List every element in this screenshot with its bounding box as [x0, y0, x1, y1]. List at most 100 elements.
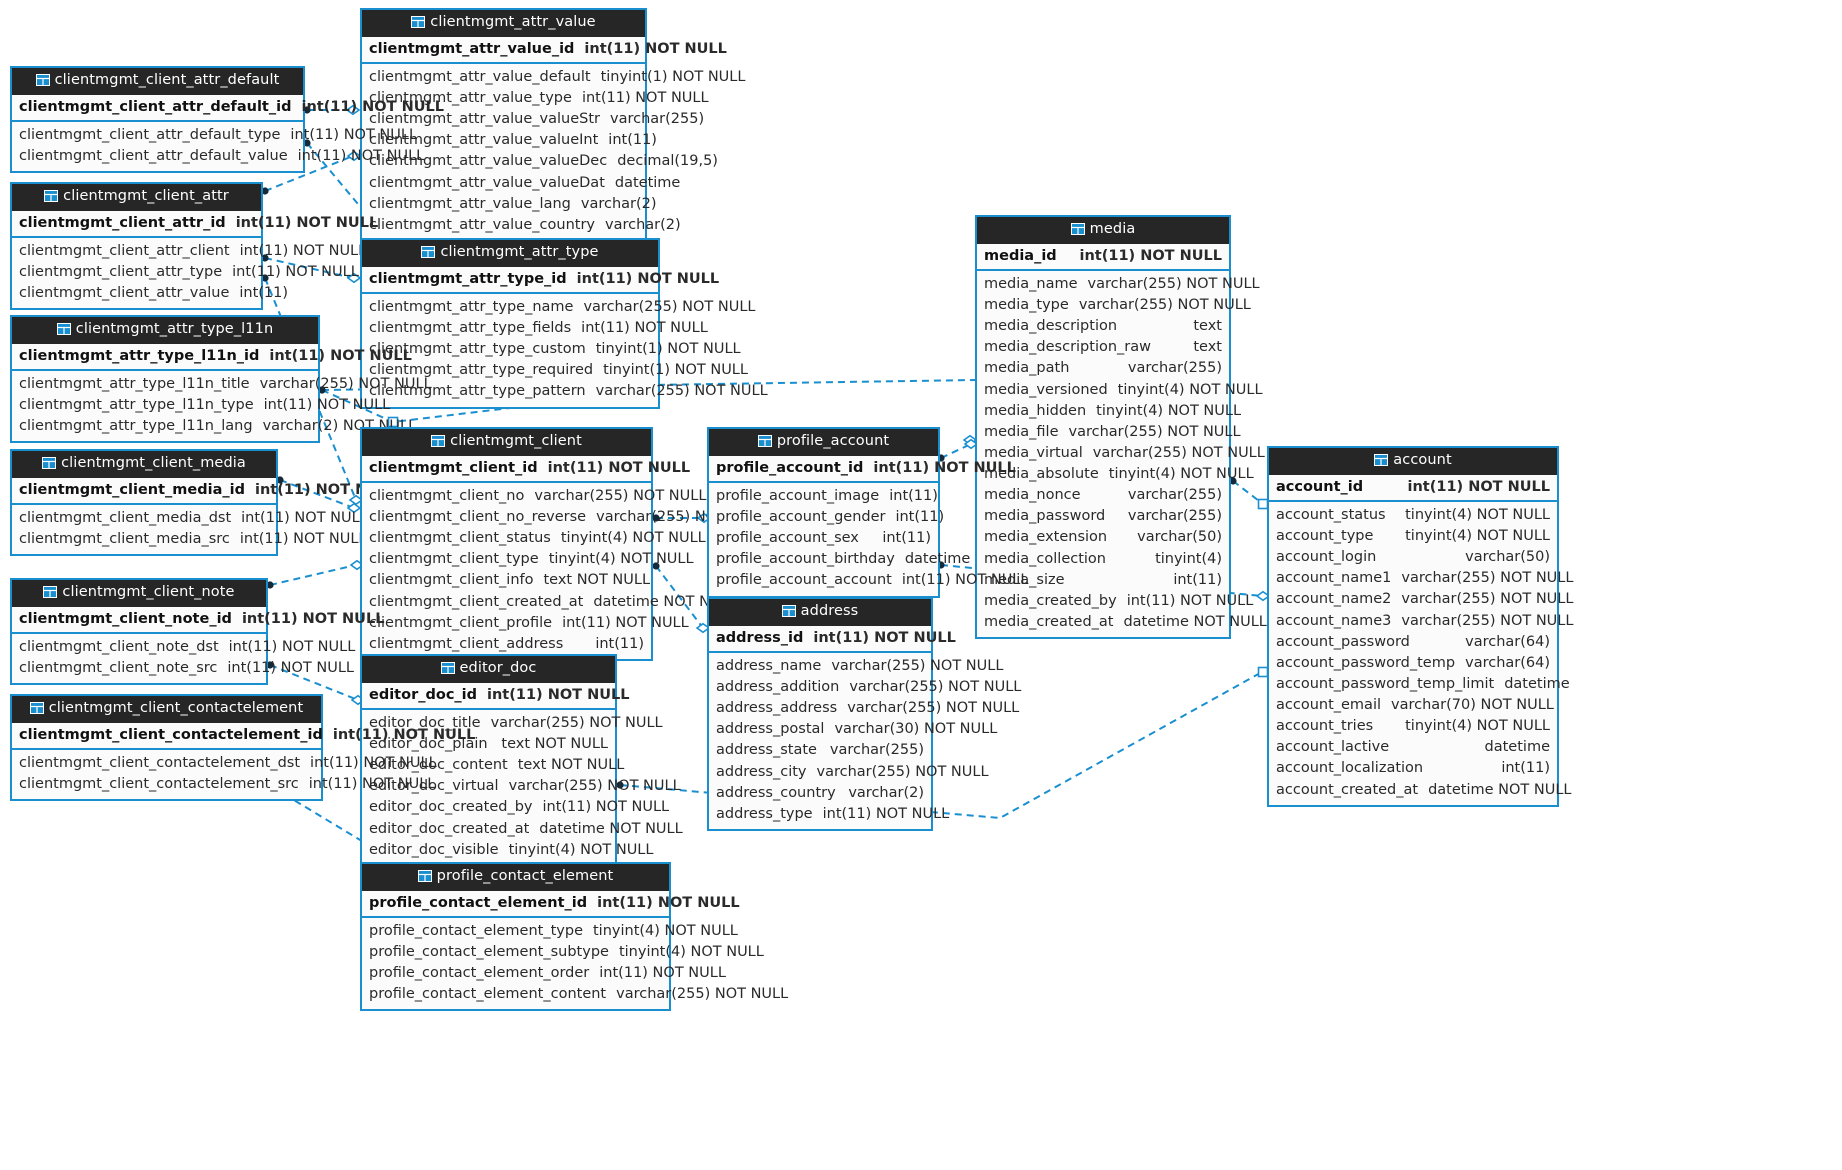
entity-clientmgmt_client_attr_default[interactable]: clientmgmt_client_attr_defaultclientmgmt… — [10, 66, 444, 174]
column-row[interactable]: media_noncevarchar(255) — [977, 485, 1229, 506]
entity-clientmgmt_attr_value[interactable]: clientmgmt_attr_valueclientmgmt_attr_val… — [360, 8, 745, 242]
column-row[interactable]: media_typevarchar(255) NOT NULL — [977, 295, 1251, 316]
column-row[interactable]: editor_doc_created_atdatetime NOT NULL — [362, 819, 683, 840]
entity-clientmgmt_client_note[interactable]: clientmgmt_client_noteclientmgmt_client_… — [10, 578, 384, 686]
column-row[interactable]: profile_contact_element_subtypetinyint(4… — [362, 942, 764, 963]
column-row[interactable]: clientmgmt_attr_type_namevarchar(255) NO… — [362, 297, 756, 318]
column-row[interactable]: media_created_byint(11) NOT NULL — [977, 591, 1253, 612]
column-row[interactable]: media_absolutetinyint(4) NOT NULL — [977, 464, 1254, 485]
primary-key-row[interactable]: address_idint(11) NOT NULL — [709, 625, 956, 653]
column-row[interactable]: clientmgmt_attr_type_l11n_titlevarchar(2… — [12, 374, 432, 395]
column-row[interactable]: clientmgmt_attr_value_valueIntint(11) — [362, 130, 657, 151]
primary-key-row[interactable]: clientmgmt_client_media_idint(11) NOT NU… — [12, 477, 397, 505]
column-row[interactable]: clientmgmt_client_note_dstint(11) NOT NU… — [12, 637, 355, 658]
primary-key-row[interactable]: clientmgmt_client_attr_idint(11) NOT NUL… — [12, 210, 378, 238]
column-row[interactable]: editor_doc_created_byint(11) NOT NULL — [362, 797, 669, 818]
column-row[interactable]: clientmgmt_attr_type_customtinyint(1) NO… — [362, 339, 741, 360]
column-row[interactable]: address_countryvarchar(2) — [709, 783, 931, 804]
column-row[interactable]: clientmgmt_attr_type_fieldsint(11) NOT N… — [362, 318, 708, 339]
column-row[interactable]: profile_contact_element_orderint(11) NOT… — [362, 963, 726, 984]
column-row[interactable]: clientmgmt_attr_value_defaulttinyint(1) … — [362, 67, 745, 88]
column-row[interactable]: profile_contact_element_contentvarchar(2… — [362, 984, 788, 1005]
column-row[interactable]: address_statevarchar(255) — [709, 740, 931, 761]
primary-key-row[interactable]: profile_account_idint(11) NOT NULL — [709, 455, 1016, 483]
column-row[interactable]: clientmgmt_attr_value_valueDecdecimal(19… — [362, 151, 718, 172]
column-row[interactable]: clientmgmt_client_created_atdatetime NOT… — [362, 592, 737, 613]
column-row[interactable]: editor_doc_titlevarchar(255) NOT NULL — [362, 713, 663, 734]
column-row[interactable]: account_name1varchar(255) NOT NULL — [1269, 568, 1573, 589]
primary-key-row[interactable]: account_idint(11) NOT NULL — [1269, 474, 1557, 502]
column-row[interactable]: address_typeint(11) NOT NULL — [709, 804, 949, 825]
column-row[interactable]: clientmgmt_client_addressint(11) — [362, 634, 651, 655]
column-row[interactable]: editor_doc_plaintext NOT NULL — [362, 734, 615, 755]
column-row[interactable]: media_extensionvarchar(50) — [977, 527, 1229, 548]
column-row[interactable]: clientmgmt_client_typetinyint(4) NOT NUL… — [362, 549, 694, 570]
column-row[interactable]: account_password_tempvarchar(64) — [1269, 653, 1557, 674]
column-row[interactable]: clientmgmt_client_media_dstint(11) NOT N… — [12, 508, 368, 529]
column-row[interactable]: address_postalvarchar(30) NOT NULL — [709, 719, 997, 740]
column-row[interactable]: profile_account_birthdaydatetime — [709, 549, 970, 570]
column-row[interactable]: address_cityvarchar(255) NOT NULL — [709, 762, 989, 783]
column-row[interactable]: account_created_atdatetime NOT NULL — [1269, 780, 1572, 801]
column-row[interactable]: clientmgmt_client_note_srcint(11) NOT NU… — [12, 658, 354, 679]
column-row[interactable]: media_passwordvarchar(255) — [977, 506, 1229, 527]
column-row[interactable]: clientmgmt_attr_value_valueDatdatetime — [362, 173, 680, 194]
column-row[interactable]: media_description_rawtext — [977, 337, 1229, 358]
primary-key-row[interactable]: clientmgmt_client_note_idint(11) NOT NUL… — [12, 606, 384, 634]
primary-key-row[interactable]: clientmgmt_client_idint(11) NOT NULL — [362, 455, 690, 483]
column-row[interactable]: clientmgmt_client_contactelement_srcint(… — [12, 774, 435, 795]
entity-clientmgmt_client[interactable]: clientmgmt_clientclientmgmt_client_idint… — [360, 427, 768, 661]
column-row[interactable]: clientmgmt_attr_type_l11n_langvarchar(2)… — [12, 416, 416, 437]
primary-key-row[interactable]: clientmgmt_attr_value_idint(11) NOT NULL — [362, 36, 727, 64]
column-row[interactable]: account_statustinyint(4) NOT NULL — [1269, 505, 1557, 526]
column-row[interactable]: clientmgmt_client_profileint(11) NOT NUL… — [362, 613, 689, 634]
column-row[interactable]: clientmgmt_client_attr_valueint(11) — [12, 283, 288, 304]
column-row[interactable]: media_namevarchar(255) NOT NULL — [977, 274, 1260, 295]
primary-key-row[interactable]: media_idint(11) NOT NULL — [977, 243, 1229, 271]
column-row[interactable]: editor_doc_visibletinyint(4) NOT NULL — [362, 840, 653, 861]
column-row[interactable]: clientmgmt_client_attr_default_valueint(… — [12, 146, 424, 167]
primary-key-row[interactable]: editor_doc_idint(11) NOT NULL — [362, 682, 630, 710]
column-row[interactable]: clientmgmt_client_contactelement_dstint(… — [12, 753, 437, 774]
primary-key-row[interactable]: clientmgmt_attr_type_l11n_idint(11) NOT … — [12, 343, 412, 371]
entity-profile_contact_element[interactable]: profile_contact_elementprofile_contact_e… — [360, 862, 788, 1012]
column-row[interactable]: clientmgmt_attr_value_valueStrvarchar(25… — [362, 109, 704, 130]
column-row[interactable]: account_passwordvarchar(64) — [1269, 632, 1557, 653]
column-row[interactable]: account_name3varchar(255) NOT NULL — [1269, 611, 1573, 632]
entity-clientmgmt_client_contactelement[interactable]: clientmgmt_client_contactelementclientmg… — [10, 694, 475, 802]
entity-clientmgmt_attr_type[interactable]: clientmgmt_attr_typeclientmgmt_attr_type… — [360, 238, 768, 409]
column-row[interactable]: clientmgmt_client_attr_clientint(11) NOT… — [12, 241, 366, 262]
column-row[interactable]: clientmgmt_client_media_srcint(11) NOT N… — [12, 529, 367, 550]
column-row[interactable]: clientmgmt_attr_value_countryvarchar(2) — [362, 215, 681, 236]
column-row[interactable]: account_loginvarchar(50) — [1269, 547, 1557, 568]
column-row[interactable]: clientmgmt_client_statustinyint(4) NOT N… — [362, 528, 706, 549]
column-row[interactable]: media_descriptiontext — [977, 316, 1229, 337]
column-row[interactable]: media_pathvarchar(255) — [977, 358, 1229, 379]
entity-editor_doc[interactable]: editor_doceditor_doc_idint(11) NOT NULLe… — [360, 654, 683, 867]
entity-clientmgmt_attr_type_l11n[interactable]: clientmgmt_attr_type_l11nclientmgmt_attr… — [10, 315, 432, 444]
column-row[interactable]: profile_account_imageint(11) — [709, 486, 938, 507]
entity-clientmgmt_client_attr[interactable]: clientmgmt_client_attrclientmgmt_client_… — [10, 182, 378, 311]
column-row[interactable]: clientmgmt_client_attr_default_typeint(1… — [12, 125, 417, 146]
column-row[interactable]: address_additionvarchar(255) NOT NULL — [709, 677, 1021, 698]
column-row[interactable]: account_emailvarchar(70) NOT NULL — [1269, 695, 1557, 716]
entity-clientmgmt_client_media[interactable]: clientmgmt_client_mediaclientmgmt_client… — [10, 449, 397, 557]
column-row[interactable]: clientmgmt_attr_type_requiredtinyint(1) … — [362, 360, 748, 381]
column-row[interactable]: account_name2varchar(255) NOT NULL — [1269, 589, 1573, 610]
column-row[interactable]: media_filevarchar(255) NOT NULL — [977, 422, 1241, 443]
column-row[interactable]: clientmgmt_client_attr_typeint(11) NOT N… — [12, 262, 359, 283]
column-row[interactable]: clientmgmt_client_no_reversevarchar(255)… — [362, 507, 768, 528]
column-row[interactable]: media_versionedtinyint(4) NOT NULL — [977, 380, 1263, 401]
column-row[interactable]: account_localizationint(11) — [1269, 758, 1557, 779]
column-row[interactable]: clientmgmt_client_novarchar(255) NOT NUL… — [362, 486, 706, 507]
primary-key-row[interactable]: profile_contact_element_idint(11) NOT NU… — [362, 890, 740, 918]
column-row[interactable]: media_hiddentinyint(4) NOT NULL — [977, 401, 1241, 422]
column-row[interactable]: clientmgmt_attr_value_langvarchar(2) — [362, 194, 657, 215]
column-row[interactable]: clientmgmt_attr_value_typeint(11) NOT NU… — [362, 88, 709, 109]
column-row[interactable]: profile_contact_element_typetinyint(4) N… — [362, 921, 738, 942]
column-row[interactable]: address_namevarchar(255) NOT NULL — [709, 656, 1003, 677]
column-row[interactable]: media_created_atdatetime NOT NULL — [977, 612, 1267, 633]
primary-key-row[interactable]: clientmgmt_attr_type_idint(11) NOT NULL — [362, 266, 719, 294]
column-row[interactable]: account_lactivedatetime — [1269, 737, 1557, 758]
column-row[interactable]: editor_doc_contenttext NOT NULL — [362, 755, 624, 776]
